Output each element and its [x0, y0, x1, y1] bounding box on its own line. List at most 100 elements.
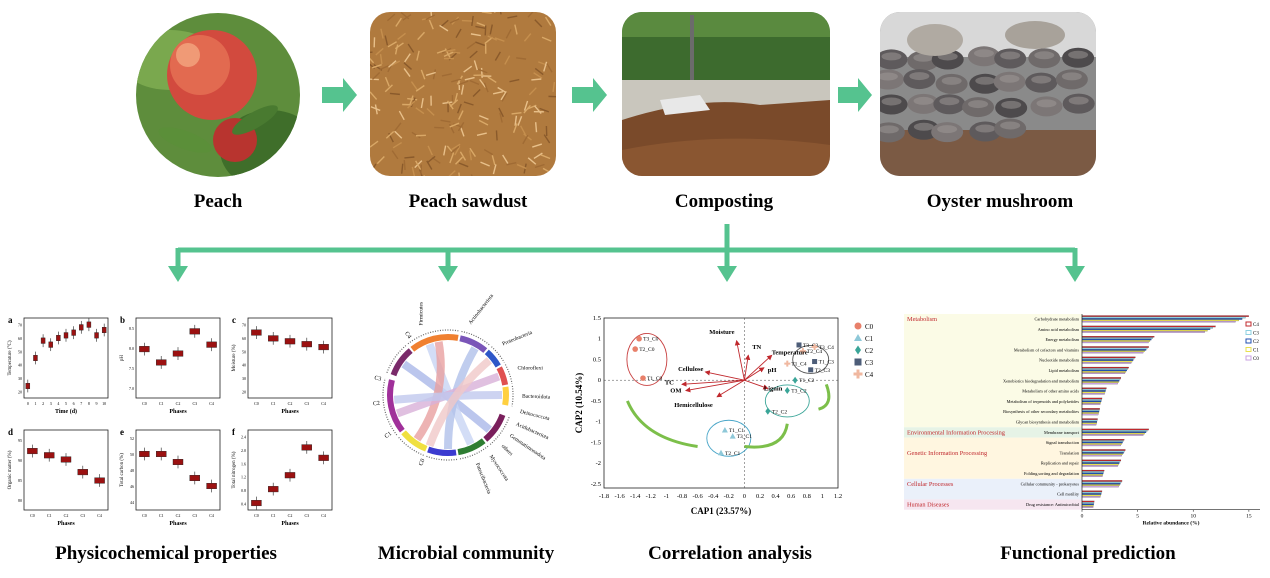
function-bar	[1081, 390, 1106, 392]
chord-sample-label: C4	[403, 331, 412, 340]
func-legend-label: C1	[1253, 349, 1259, 354]
function-bar	[1081, 356, 1136, 359]
function-bar	[1081, 463, 1119, 466]
cap-legend-label: C4	[865, 371, 874, 379]
panel-letter: c	[232, 315, 236, 325]
box	[251, 329, 262, 336]
y-tick: 46	[130, 484, 134, 489]
function-bar	[1081, 400, 1102, 403]
cap-x-tick: 0.8	[803, 493, 811, 500]
cap-vector-label: Cellulose	[678, 366, 703, 373]
panel-ylabel: Total carbon (%)	[120, 453, 125, 487]
box	[268, 335, 279, 342]
cap-group-ellipse	[792, 345, 830, 374]
x-tick: C0	[142, 401, 147, 406]
y-tick: 70	[242, 323, 246, 328]
chord-segment	[427, 446, 457, 456]
function-bar	[1081, 351, 1144, 354]
function-bar	[1081, 505, 1094, 507]
function-bar	[1081, 329, 1208, 332]
function-bar	[1081, 341, 1149, 344]
function-bar	[1081, 369, 1127, 372]
analysis-label-microbial: Microbial community	[378, 543, 555, 564]
cap-vector-label: OM	[670, 388, 681, 395]
panel-ylabel: pH	[120, 355, 125, 362]
arrow-to-microbial	[438, 266, 458, 282]
panel-letter: d	[8, 427, 13, 437]
box	[77, 469, 89, 476]
analysis-label-functional: Functional prediction	[1000, 543, 1176, 564]
y-tick: 90	[18, 458, 22, 463]
y-tick: 40	[18, 363, 22, 368]
x-tick: 6	[73, 401, 75, 406]
func-x-tick: 10	[1191, 514, 1197, 520]
function-bar	[1081, 409, 1100, 411]
panel-ylabel: Temperature (°C)	[8, 340, 13, 375]
cap-legend-label: C1	[865, 335, 874, 343]
box	[301, 341, 312, 348]
cap-x-tick: -0.4	[708, 493, 719, 500]
function-bar	[1081, 382, 1118, 385]
chord-sample-label: C3	[374, 375, 382, 382]
x-tick: C1	[159, 401, 164, 406]
box	[318, 454, 329, 461]
panel-ylabel: Organic matter (%)	[8, 450, 13, 489]
chord-taxon-label: Actinobacteriota	[468, 293, 496, 326]
function-bar	[1081, 410, 1100, 413]
chord-tickring	[491, 346, 505, 363]
box	[101, 327, 107, 334]
cap-vector	[744, 354, 773, 381]
cap-point-label: T2_C1	[725, 451, 741, 457]
box	[251, 500, 262, 507]
x-tick: 8	[88, 401, 90, 406]
stage-label-composting: Composting	[675, 191, 774, 212]
function-label: Carbohydrate metabolism	[1034, 317, 1079, 322]
cap-x-tick: 0.2	[756, 493, 764, 500]
function-bar	[1081, 350, 1145, 352]
cap-point-label: T3_C2	[791, 389, 807, 395]
function-label: Metabolism of terpenoids and polyketides	[1007, 399, 1080, 404]
chord-tickring	[425, 455, 458, 461]
cap-y-tick: -1	[596, 419, 601, 426]
box	[284, 472, 296, 479]
box	[155, 359, 167, 366]
func-legend-swatch	[1245, 338, 1252, 344]
function-bar	[1081, 378, 1121, 381]
function-label: Metabolism of other amino acids	[1022, 389, 1079, 394]
function-bar	[1081, 428, 1149, 431]
category-band	[904, 499, 1082, 510]
x-tick: 7	[80, 401, 82, 406]
y-tick: 52	[130, 436, 134, 441]
chord-segment	[496, 366, 509, 386]
function-bar	[1081, 440, 1124, 442]
function-label: Amino acid metabolism	[1038, 327, 1080, 332]
chord-tickring	[461, 330, 491, 346]
chord-taxon-label: others	[500, 444, 514, 458]
box	[33, 355, 38, 362]
func-x-tick: 5	[1136, 514, 1139, 520]
cap-legend-marker	[854, 358, 862, 366]
x-tick: C3	[192, 401, 197, 406]
box	[25, 383, 31, 390]
function-bar	[1081, 462, 1120, 464]
chord-segment	[457, 438, 486, 456]
cap-group-ellipse	[626, 333, 668, 386]
x-tick: C4	[97, 513, 102, 518]
cap-legend-label: C0	[865, 323, 874, 331]
function-bar	[1081, 402, 1101, 404]
cap-vector-label: pH	[768, 367, 777, 374]
y-tick: 7.5	[129, 366, 134, 371]
function-bar	[1081, 359, 1134, 361]
cap-y-tick: 0	[598, 377, 601, 384]
function-bar	[1081, 408, 1100, 410]
y-tick: 95	[18, 438, 22, 443]
y-tick: 44	[130, 500, 134, 505]
function-bar	[1081, 496, 1101, 498]
box	[94, 477, 105, 484]
chord-link	[425, 357, 492, 448]
function-bar	[1081, 418, 1098, 420]
chord-tickring	[382, 378, 398, 436]
